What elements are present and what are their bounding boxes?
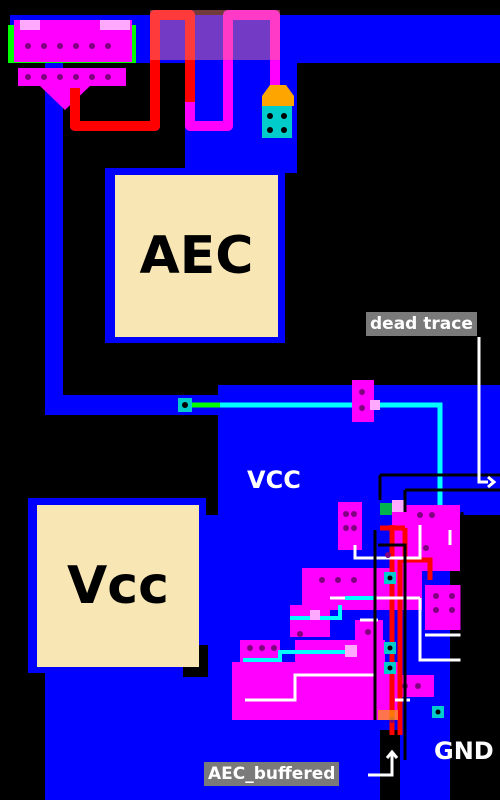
transistor-cluster [232,380,463,735]
top-via-stack [262,85,294,138]
serpentine-traces [70,10,280,131]
dead-trace-wire [185,402,443,520]
vcc-pad [37,505,199,667]
dead-trace-callout: dead trace [366,312,477,336]
vcc-pad-label: Vcc [67,556,169,616]
gnd-net-label: GND [434,737,494,765]
top-left-cell [8,20,136,110]
aec-pad-label: AEC [139,226,254,286]
callout-arrows [368,337,497,777]
aec-pad [115,175,278,337]
vcc-net-label: VCC [247,466,301,494]
aec-buffered-callout: AEC_buffered [204,762,340,786]
